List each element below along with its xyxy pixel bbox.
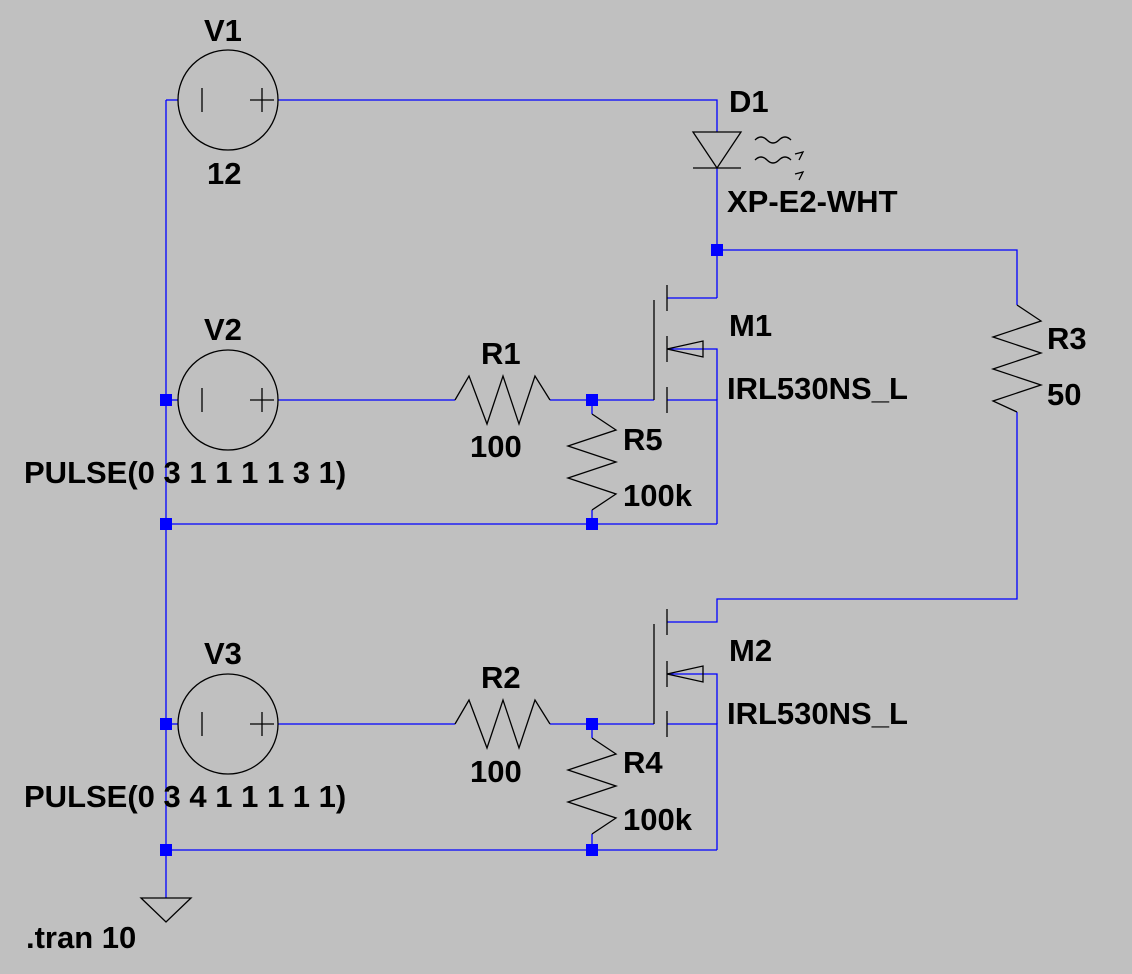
spice-directive[interactable]: .tran 10 <box>26 920 137 955</box>
wire-m1-body <box>667 348 718 400</box>
r5-ref-label[interactable]: R5 <box>623 422 663 457</box>
wire-m2-body <box>667 673 718 724</box>
junction-dot <box>160 394 172 406</box>
voltage-source-v3[interactable] <box>177 673 279 775</box>
v3-value-label[interactable]: PULSE(0 3 4 1 1 1 1 1) <box>24 779 347 814</box>
junction-dot <box>160 844 172 856</box>
junction-dot <box>586 844 598 856</box>
r1-value-label[interactable]: 100 <box>470 429 522 464</box>
r4-value-label[interactable]: 100k <box>623 802 692 837</box>
v1-ref-label[interactable]: V1 <box>204 13 242 48</box>
ground-icon[interactable] <box>139 897 193 923</box>
m2-value-label[interactable]: IRL530NS_L <box>727 696 908 731</box>
junction-nodes <box>160 244 723 856</box>
r4-ref-label[interactable]: R4 <box>623 745 663 780</box>
junction-dot <box>160 718 172 730</box>
v2-value-label[interactable]: PULSE(0 3 1 1 1 1 3 1) <box>24 455 347 490</box>
m2-ref-label[interactable]: M2 <box>729 633 773 668</box>
voltage-source-v2[interactable] <box>177 349 279 451</box>
wire-r3-to-m2 <box>667 412 1018 623</box>
wire-v1-to-d1 <box>278 99 718 132</box>
v2-ref-label[interactable]: V2 <box>204 312 242 347</box>
m1-value-label[interactable]: IRL530NS_L <box>727 371 908 406</box>
junction-dot <box>586 394 598 406</box>
r2-ref-label[interactable]: R2 <box>481 660 521 695</box>
junction-dot <box>586 718 598 730</box>
resistor-r2[interactable] <box>454 697 551 751</box>
mosfet-m2[interactable] <box>653 609 704 737</box>
r2-value-label[interactable]: 100 <box>470 754 522 789</box>
junction-dot <box>160 518 172 530</box>
d1-ref-label[interactable]: D1 <box>729 84 769 119</box>
voltage-source-v1[interactable] <box>177 49 279 151</box>
junction-dot <box>586 518 598 530</box>
m1-ref-label[interactable]: M1 <box>729 308 773 343</box>
r1-ref-label[interactable]: R1 <box>481 336 521 371</box>
v3-ref-label[interactable]: V3 <box>204 636 242 671</box>
led-d1[interactable] <box>691 131 805 181</box>
d1-value-label[interactable]: XP-E2-WHT <box>727 184 898 219</box>
resistor-r3[interactable] <box>990 304 1044 413</box>
resistor-r4[interactable] <box>565 737 619 835</box>
r5-value-label[interactable]: 100k <box>623 478 692 513</box>
mosfet-m1[interactable] <box>653 285 704 413</box>
junction-dot <box>711 244 723 256</box>
v1-value-label[interactable]: 12 <box>207 156 242 191</box>
resistor-r5[interactable] <box>565 413 619 511</box>
resistor-r1[interactable] <box>454 373 551 427</box>
r3-ref-label[interactable]: R3 <box>1047 321 1087 356</box>
r3-value-label[interactable]: 50 <box>1047 377 1082 412</box>
wire-node-to-r3 <box>717 249 1018 305</box>
